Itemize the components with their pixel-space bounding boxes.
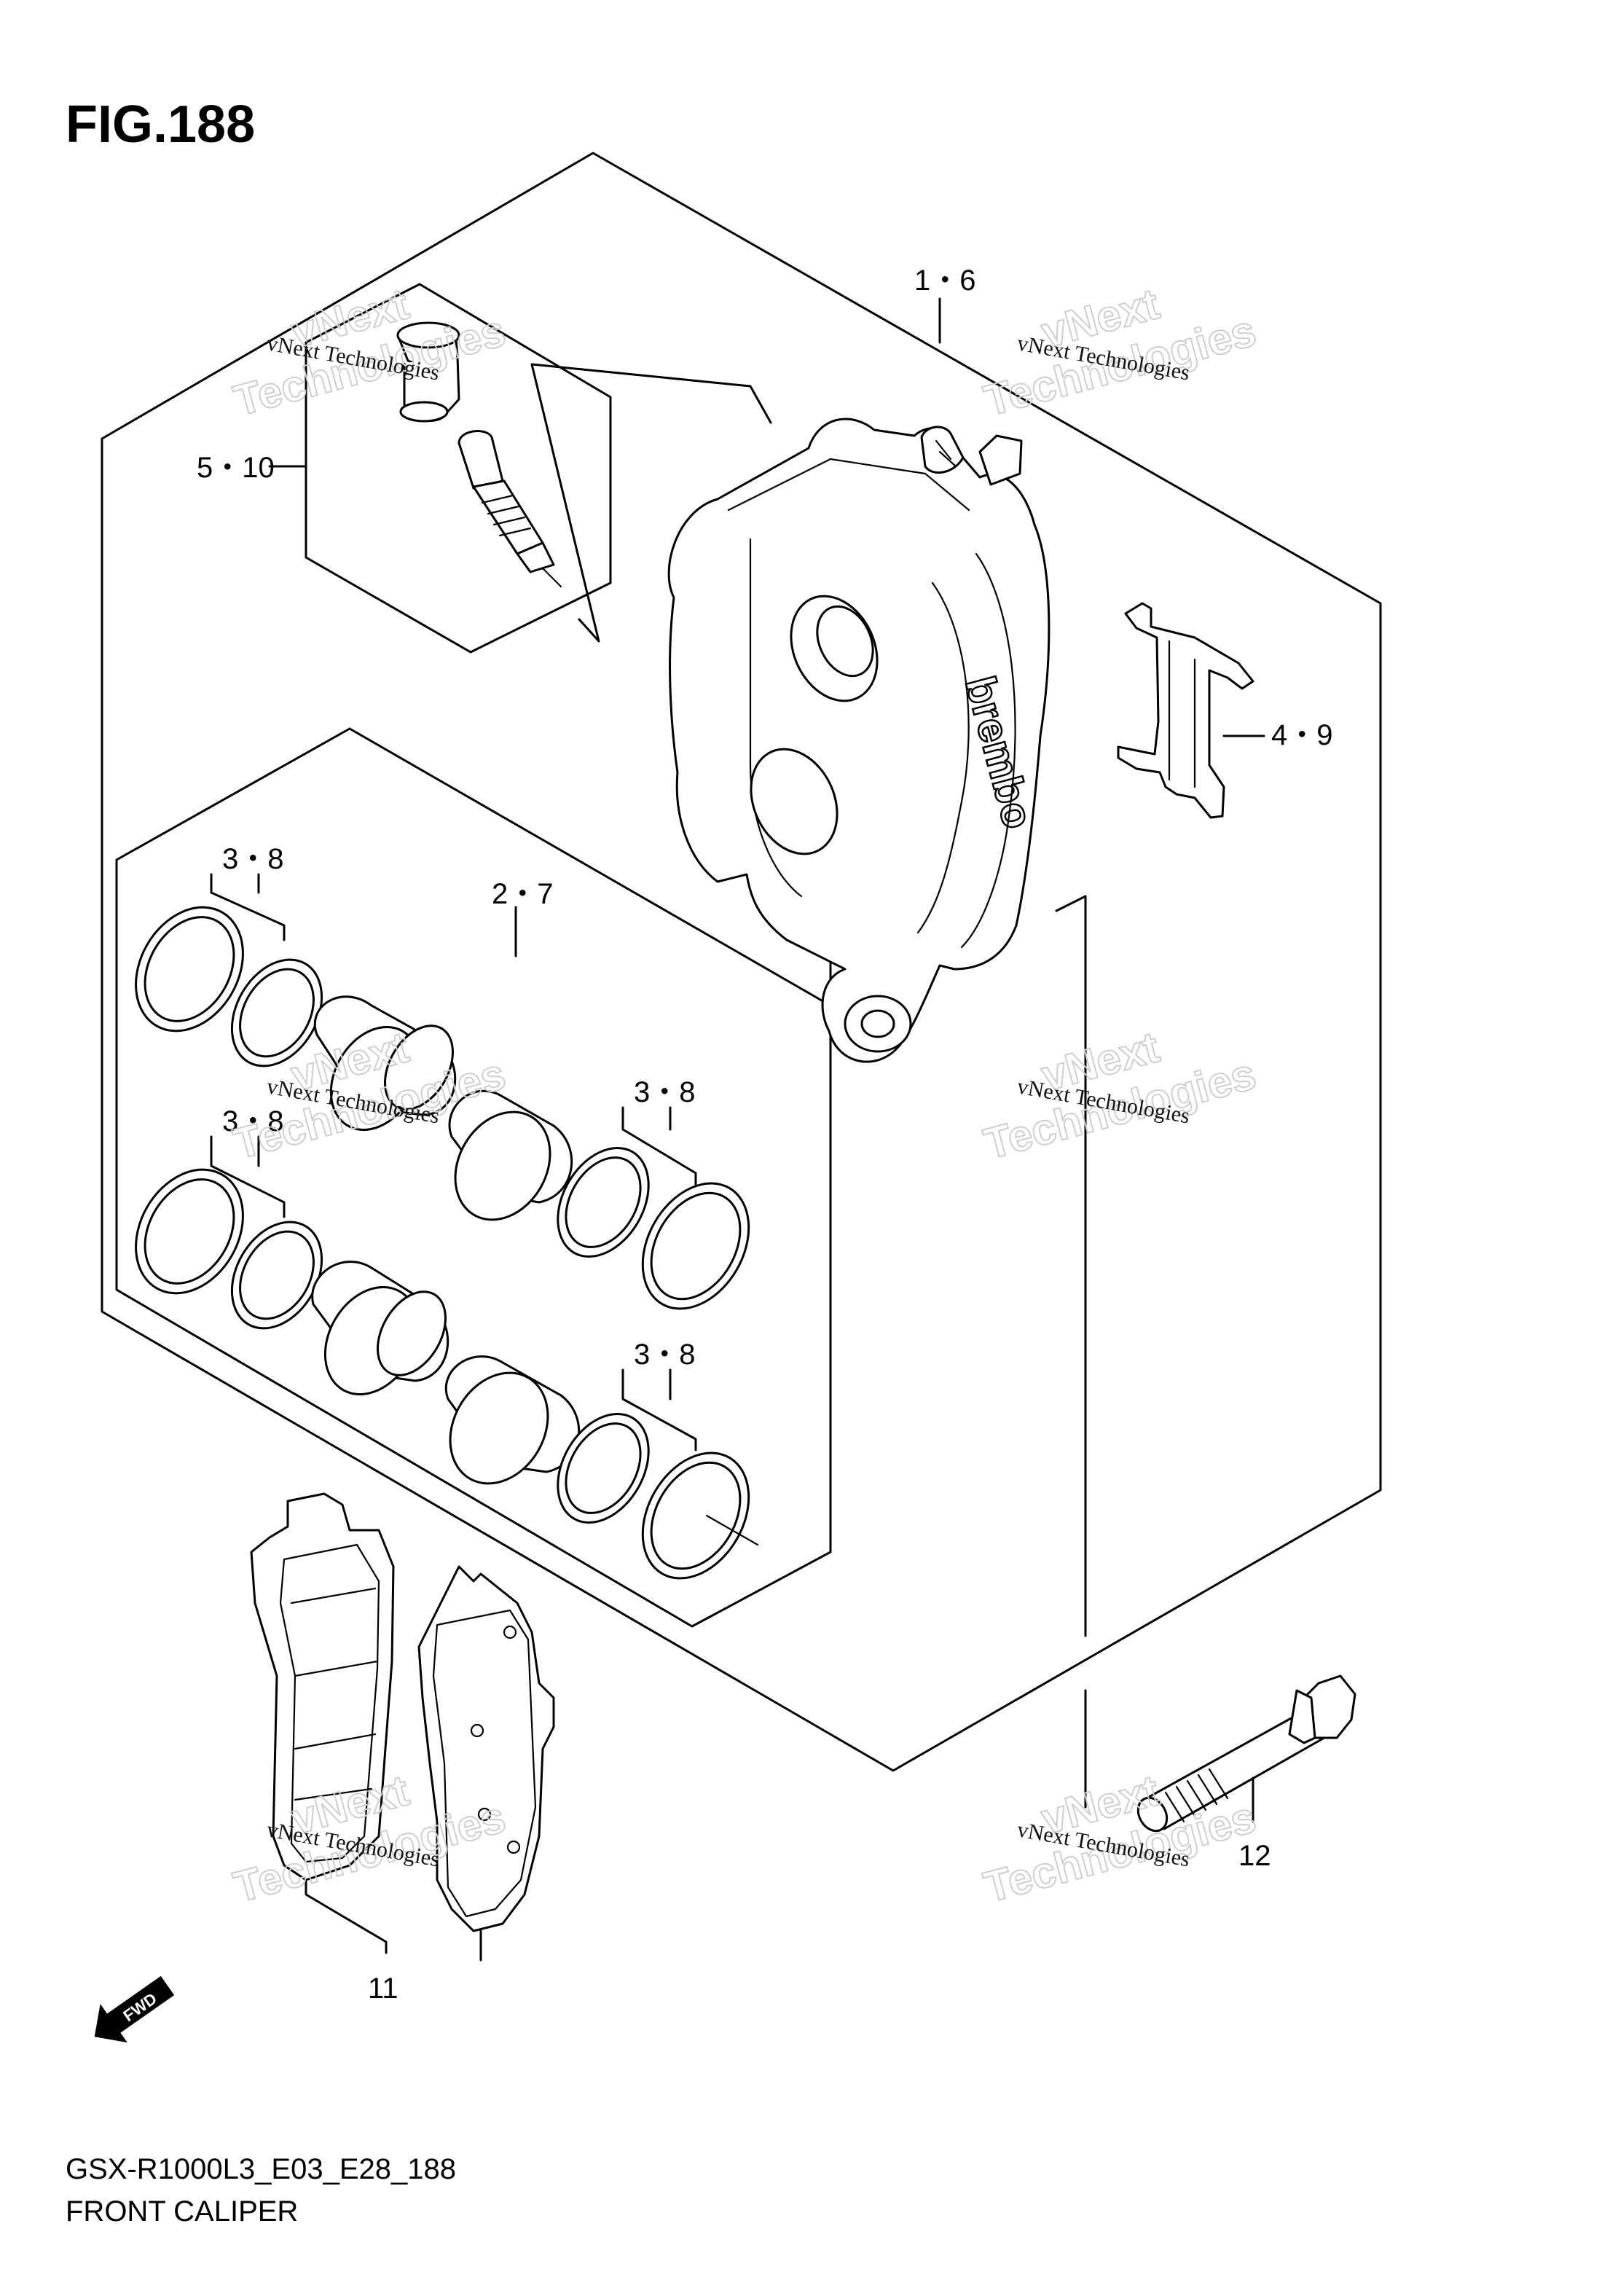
piston-seal-3 (135, 1168, 244, 1295)
caliper-mounting-bolt-part (1136, 1674, 1356, 1833)
seal-bracket-d (621, 1368, 697, 1451)
piston-seal-1 (135, 906, 244, 1033)
piston-2 (448, 1089, 573, 1221)
callout-3-8-b: 3・8 (222, 1105, 284, 1137)
callout-3-8-d: 3・8 (634, 1339, 696, 1371)
callout-1-6: 1・6 (914, 265, 976, 297)
piston-kit-outline (115, 727, 832, 1628)
assembly-outline (101, 152, 1382, 1772)
dust-seal-1 (230, 958, 323, 1067)
bleeder-valve-part (457, 430, 562, 588)
caliper-axis-stub (1055, 895, 1087, 912)
callout-3-8-a: 3・8 (222, 843, 284, 875)
watermark-2: vNext Technologies (978, 278, 1262, 426)
pad-bracket (305, 1878, 388, 1954)
brake-pad-left (250, 1492, 395, 1881)
section-title: FRONT CALIPER (66, 2195, 298, 2228)
watermark-1: vNext Technologies (228, 278, 511, 426)
bleeder-to-caliper-leader (530, 363, 772, 643)
piston-seal-2 (557, 1146, 650, 1258)
bleeder-cap-part (396, 321, 460, 423)
callout-4-9: 4・9 (1271, 719, 1333, 751)
seal-bracket-a (210, 873, 286, 941)
caliper-body-part: brembo (667, 418, 1050, 1063)
seal-bracket-c (621, 1106, 697, 1186)
callout-5-10: 5・10 (197, 452, 275, 484)
figure-number: FIG.188 (66, 95, 255, 154)
callout-3-8-c: 3・8 (634, 1076, 696, 1108)
dust-seal-3 (230, 1221, 323, 1330)
seal-bracket-b (210, 1135, 286, 1218)
pad-spring-part (1117, 602, 1265, 819)
callout-2-7: 2・7 (492, 878, 554, 910)
piston-seal-4 (557, 1412, 650, 1524)
callout-11: 11 (368, 1972, 398, 2005)
forward-arrow-icon: FWD (94, 1975, 175, 2043)
dust-seal-4 (641, 1451, 759, 1580)
piston-1 (313, 995, 457, 1132)
piston-3 (311, 1261, 449, 1396)
piston-4 (444, 1355, 581, 1485)
dust-seal-2 (641, 1182, 750, 1310)
bleeder-kit-outline (305, 283, 612, 654)
model-code: GSX-R1000L3_E03_E28_188 (66, 2153, 456, 2185)
callout-12: 12 (1238, 1840, 1271, 1872)
brake-pad-right (417, 1565, 555, 1932)
watermark-4: vNext Technologies (978, 1022, 1262, 1169)
